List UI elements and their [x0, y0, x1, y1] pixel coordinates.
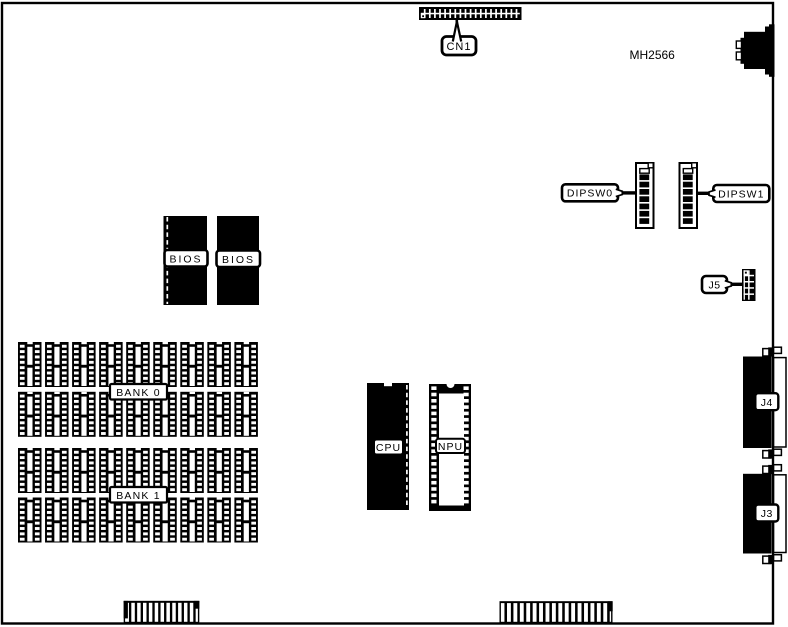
svg-text:NPU: NPU [438, 441, 463, 453]
svg-text:CN1: CN1 [446, 41, 471, 53]
svg-text:J4: J4 [761, 397, 773, 409]
svg-text:MH2566: MH2566 [630, 48, 676, 62]
svg-text:BANK 0: BANK 0 [116, 387, 161, 399]
svg-text:DIPSW0: DIPSW0 [567, 188, 613, 200]
svg-text:J5: J5 [708, 279, 720, 291]
svg-text:BANK 1: BANK 1 [116, 490, 161, 502]
svg-text:J3: J3 [761, 508, 773, 520]
svg-text:CPU: CPU [376, 442, 401, 454]
svg-text:BIOS: BIOS [222, 254, 255, 266]
svg-text:BIOS: BIOS [169, 254, 202, 266]
svg-text:DIPSW1: DIPSW1 [718, 188, 764, 200]
